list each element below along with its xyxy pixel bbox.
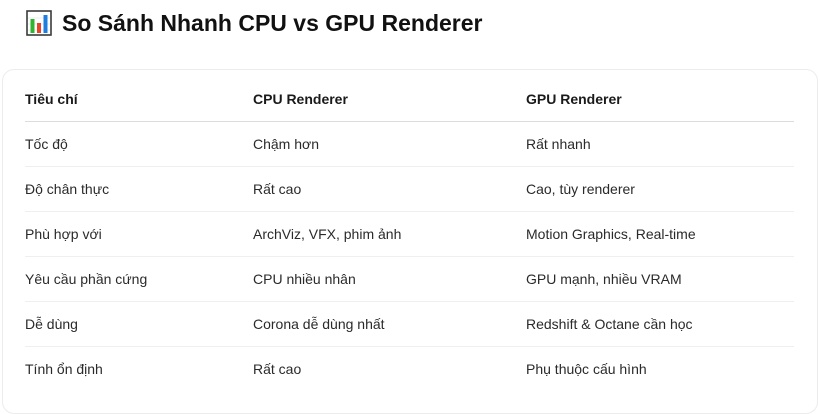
cpu-cell: Rất cao xyxy=(253,360,302,377)
criteria-cell: Yêu cầu phần cứng xyxy=(25,256,253,302)
table-row: Yêu cầu phần cứng CPU nhiều nhân GPU mạn… xyxy=(25,256,794,302)
gpu-cell: Rất nhanh xyxy=(526,121,794,167)
table-row: Tính ổn định Rất cao Phụ thuộc cấu hình xyxy=(25,346,794,391)
table-row: Dễ dùng Corona dễ dùng nhất Redshift & O… xyxy=(25,301,794,347)
column-header-criteria: Tiêu chí xyxy=(25,78,253,122)
criteria-cell: Độ chân thực xyxy=(25,166,253,212)
criteria-cell: Dễ dùng xyxy=(25,301,253,347)
table-row: Tốc độ Chậm hơn Rất nhanh xyxy=(25,121,794,167)
gpu-cell: Motion Graphics, Real-time xyxy=(526,211,794,257)
criteria-cell: Phù hợp với xyxy=(25,211,253,257)
cpu-cell: Chậm hơn xyxy=(253,121,526,167)
gpu-cell: GPU mạnh, nhiều VRAM xyxy=(526,256,794,302)
comparison-table: Tiêu chí CPU Renderer GPU Renderer Tốc đ… xyxy=(25,78,794,391)
table-row: Độ chân thực Rất cao Cao, tùy renderer xyxy=(25,166,794,212)
comparison-card: Tiêu chí CPU Renderer GPU Renderer Tốc đ… xyxy=(2,69,818,414)
table-row: Phù hợp với ArchViz, VFX, phim ảnh Motio… xyxy=(25,211,794,257)
table-header-row: Tiêu chí CPU Renderer GPU Renderer xyxy=(25,78,794,122)
gpu-cell: Redshift & Octane cần học xyxy=(526,301,794,347)
cpu-cell: ArchViz, VFX, phim ảnh xyxy=(253,211,526,257)
page-title-text: So Sánh Nhanh CPU vs GPU Renderer xyxy=(62,9,483,36)
cpu-cell: Rất cao xyxy=(253,166,526,212)
page-title: So Sánh Nhanh CPU vs GPU Renderer xyxy=(26,7,482,39)
column-header-cpu: CPU Renderer xyxy=(253,78,526,122)
criteria-cell: Tính ổn định xyxy=(25,360,103,377)
criteria-cell: Tốc độ xyxy=(25,121,253,167)
gpu-cell: Phụ thuộc cấu hình xyxy=(526,360,647,377)
bar-chart-icon xyxy=(26,10,52,36)
column-header-gpu: GPU Renderer xyxy=(526,78,794,122)
gpu-cell: Cao, tùy renderer xyxy=(526,166,794,212)
cpu-cell: CPU nhiều nhân xyxy=(253,256,526,302)
cpu-cell: Corona dễ dùng nhất xyxy=(253,301,526,347)
